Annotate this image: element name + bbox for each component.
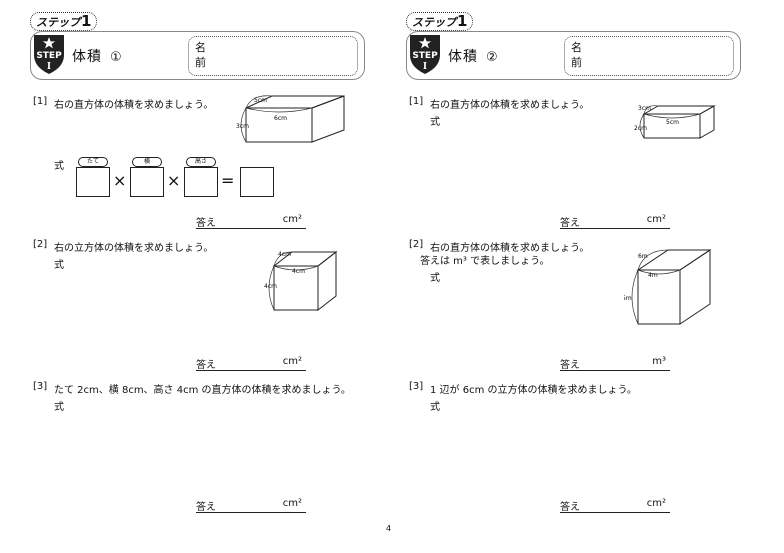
- name-label-2: 前: [571, 56, 582, 69]
- question-text: 右の直方体の体積を求めましょう。: [430, 243, 590, 254]
- formula-label: 式: [54, 161, 64, 172]
- formula-label: 式: [54, 402, 64, 413]
- cuboid-diagram: 5cm 6cm 3cm: [236, 95, 345, 143]
- step-label: ステップ: [412, 16, 456, 29]
- answer-label: 答え: [196, 502, 216, 513]
- equals-operator: =: [221, 171, 235, 190]
- worksheet-title: 体積 ②: [448, 46, 499, 66]
- cuboid-diagram: 3cm 5cm 2cm: [634, 105, 716, 139]
- name-label-1: 名: [571, 41, 582, 54]
- dim-width: 4m: [648, 272, 658, 279]
- answer-label: 答え: [196, 218, 216, 229]
- dim-height: 2cm: [634, 125, 647, 132]
- tag-length: たて: [78, 157, 108, 167]
- answer-line[interactable]: 答え cm²: [560, 214, 670, 229]
- answer-line[interactable]: 答え m³: [560, 356, 670, 371]
- question-text: 右の立方体の体積を求めましょう。: [54, 243, 214, 254]
- tag-height: 高さ: [186, 157, 216, 167]
- dim-depth: 5cm: [254, 97, 267, 104]
- dim-depth: 6m: [638, 253, 648, 260]
- length-input-box[interactable]: [76, 167, 110, 197]
- cuboid-diagram: 6m 4m 5m: [624, 249, 712, 325]
- step-badge: ステップ1: [406, 12, 474, 31]
- question-note: 答えは m³ で表しましょう。: [420, 256, 550, 267]
- shield-num: I: [423, 62, 427, 72]
- dim-height: 5m: [624, 295, 632, 302]
- question-number: [1]: [33, 96, 48, 107]
- step-shield-icon: STEP I: [410, 35, 440, 74]
- shield-text: STEP: [412, 51, 438, 61]
- dim-width: 6cm: [274, 115, 287, 122]
- name-label-1: 名: [195, 41, 206, 54]
- answer-unit: cm²: [282, 498, 302, 509]
- title-number: ②: [486, 50, 499, 65]
- worksheet-right: ステップ1 STEP I 体積 ② 名 前 [1] 右の直方体の体積を求めましょう…: [392, 0, 784, 553]
- formula-label: 式: [430, 117, 440, 128]
- name-field[interactable]: 名 前: [188, 36, 358, 76]
- formula-label: 式: [54, 260, 64, 271]
- step-number: 1: [457, 12, 468, 30]
- title-text: 体積: [72, 49, 102, 65]
- question-number: [1]: [409, 96, 424, 107]
- answer-line[interactable]: 答え cm²: [196, 498, 306, 513]
- answer-unit: cm²: [282, 214, 302, 225]
- formula-label: 式: [430, 402, 440, 413]
- formula-label: 式: [430, 273, 440, 284]
- step-label: ステップ: [36, 16, 80, 29]
- answer-line[interactable]: 答え cm²: [196, 214, 306, 229]
- height-input-box[interactable]: [184, 167, 218, 197]
- step-number: 1: [81, 12, 92, 30]
- result-input-box[interactable]: [240, 167, 274, 197]
- dim-depth: 3cm: [638, 105, 651, 112]
- question-text: たて 2cm、横 8cm、高さ 4cm の直方体の体積を求めましょう。: [54, 385, 351, 396]
- title-number: ①: [110, 50, 123, 65]
- dim-width: 4cm: [292, 268, 305, 275]
- answer-line[interactable]: 答え cm²: [560, 498, 670, 513]
- answer-unit: cm²: [646, 214, 666, 225]
- answer-label: 答え: [196, 360, 216, 371]
- worksheet-title: 体積 ①: [72, 46, 123, 66]
- question-number: [2]: [409, 239, 424, 250]
- answer-label: 答え: [560, 360, 580, 371]
- tag-width: 横: [132, 157, 162, 167]
- times-operator: ×: [167, 171, 181, 190]
- shield-text: STEP: [36, 51, 62, 61]
- shield-num: I: [47, 62, 51, 72]
- answer-unit: cm²: [282, 356, 302, 367]
- answer-unit: m³: [652, 356, 666, 367]
- title-text: 体積: [448, 49, 478, 65]
- worksheet-left: ステップ1 STEP I 体積 ① 名 前 [1] 右の直方体の体積を求めましょう…: [30, 12, 365, 513]
- answer-unit: cm²: [646, 498, 666, 509]
- dim-depth: 4cm: [278, 251, 291, 258]
- question-number: [3]: [409, 381, 424, 392]
- step-shield-icon: STEP I: [34, 35, 64, 74]
- page-number: 4: [386, 524, 392, 533]
- dim-width: 5cm: [666, 119, 679, 126]
- name-field[interactable]: 名 前: [564, 36, 734, 76]
- question-number: [3]: [33, 381, 48, 392]
- question-text: 1 辺が 6cm の立方体の体積を求めましょう。: [430, 385, 637, 396]
- width-input-box[interactable]: [130, 167, 164, 197]
- question-text: 右の直方体の体積を求めましょう。: [54, 100, 214, 111]
- dim-height: 4cm: [264, 283, 277, 290]
- question-text: 右の直方体の体積を求めましょう。: [430, 100, 590, 111]
- times-operator: ×: [113, 171, 127, 190]
- question-number: [2]: [33, 239, 48, 250]
- step-badge: ステップ1: [30, 12, 98, 31]
- cube-diagram: 4cm 4cm 4cm: [264, 250, 338, 312]
- answer-label: 答え: [560, 218, 580, 229]
- answer-label: 答え: [560, 502, 580, 513]
- dim-height: 3cm: [236, 123, 249, 130]
- name-label-2: 前: [195, 56, 206, 69]
- answer-line[interactable]: 答え cm²: [196, 356, 306, 371]
